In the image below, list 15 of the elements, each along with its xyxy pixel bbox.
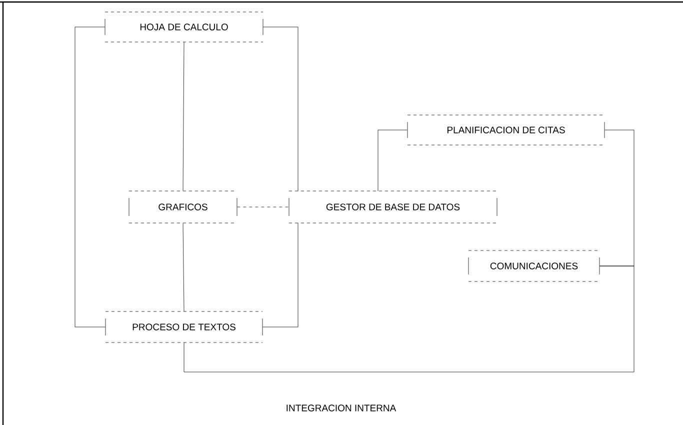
connector-line [182, 42, 184, 191]
program-box: HOJA DE CALCULO [104, 12, 264, 42]
program-box: GRAFICOS [128, 190, 238, 224]
connector-line [237, 206, 289, 208]
caption: INTEGRACION INTERNA [286, 404, 396, 412]
connector-line [182, 223, 184, 312]
program-box: PLANIFICACION DE CITAS [407, 114, 605, 146]
connector-line [263, 26, 298, 192]
connector-line [184, 266, 634, 372]
program-box: GESTOR DE BASE DE DATOS [288, 190, 498, 224]
connector-line [74, 26, 106, 328]
connector-line [378, 130, 408, 192]
connector-line [262, 222, 298, 328]
program-box: COMUNICACIONES [468, 250, 600, 282]
program-box: PROCESO DE TEXTOS [105, 311, 263, 343]
